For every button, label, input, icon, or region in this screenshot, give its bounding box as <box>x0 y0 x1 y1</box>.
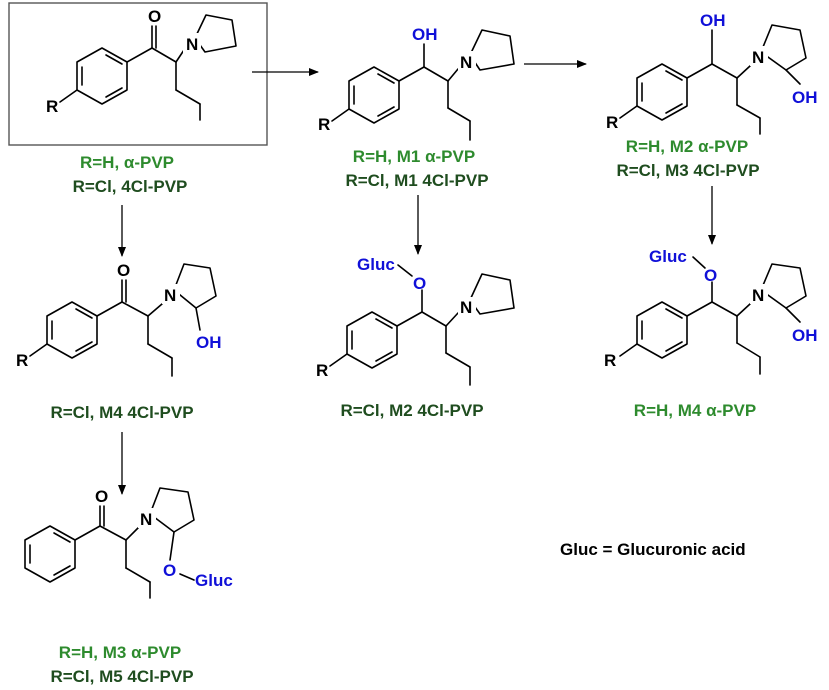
m2diol-oh-ring-label: OH <box>792 88 818 107</box>
m1-caption-1: R=H, M1 α-PVP <box>353 147 475 166</box>
m3-caption-2: R=Cl, M5 4Cl-PVP <box>50 667 193 686</box>
parent-structure <box>59 14 237 121</box>
parent-caption-1: R=H, α-PVP <box>80 153 174 172</box>
m1-caption-2: R=Cl, M1 4Cl-PVP <box>345 171 488 190</box>
m2diol-r-label: R <box>606 113 618 132</box>
m4-caption: R=Cl, M4 4Cl-PVP <box>50 403 193 422</box>
m4gluc-o-label: O <box>704 266 717 285</box>
m1-n-label: N <box>460 53 472 72</box>
parent-caption-2: R=Cl, 4Cl-PVP <box>73 177 188 196</box>
m4-n-label: N <box>164 286 176 305</box>
m3-caption-1: R=H, M3 α-PVP <box>59 643 181 662</box>
m2gluc-gluc-label: Gluc <box>357 255 395 274</box>
m2gluc-n-label: N <box>460 298 472 317</box>
m3-o-ether-label: O <box>163 561 176 580</box>
m4-oh-label: OH <box>196 333 222 352</box>
m2diol-caption-2: R=Cl, M3 4Cl-PVP <box>616 161 759 180</box>
m3-o-carbonyl-label: O <box>95 487 108 506</box>
m4gluc-caption: R=H, M4 α-PVP <box>634 401 756 420</box>
m2gluc-caption: R=Cl, M2 4Cl-PVP <box>340 401 483 420</box>
m4gluc-gluc-label: Gluc <box>649 247 687 266</box>
gluc-legend: Gluc = Glucuronic acid <box>560 540 746 559</box>
m4gluc-r-label: R <box>604 351 616 370</box>
m2diol-oh-top-label: OH <box>700 11 726 30</box>
m2diol-structure <box>619 24 807 135</box>
parent-o-label: O <box>148 7 161 26</box>
m4gluc-structure <box>619 256 807 375</box>
m3-n-label: N <box>140 510 152 529</box>
m1-oh-label: OH <box>412 25 438 44</box>
m3-gluc-label: Gluc <box>195 571 233 590</box>
m2diol-n-label: N <box>752 48 764 67</box>
m2diol-caption-1: R=H, M2 α-PVP <box>626 137 748 156</box>
m4gluc-oh-label: OH <box>792 326 818 345</box>
parent-n-label: N <box>186 35 198 54</box>
m1-structure <box>331 29 515 141</box>
m2gluc-o-label: O <box>413 274 426 293</box>
m3-structure <box>24 487 195 599</box>
m2gluc-structure <box>329 264 515 386</box>
m4-o-label: O <box>117 261 130 280</box>
m1-r-label: R <box>318 115 330 134</box>
m4-r-label: R <box>16 351 28 370</box>
parent-highlight-box <box>8 2 268 146</box>
m4-structure <box>29 263 217 377</box>
m4gluc-n-label: N <box>752 286 764 305</box>
m2gluc-r-label: R <box>316 361 328 380</box>
parent-r-label: R <box>46 97 58 116</box>
